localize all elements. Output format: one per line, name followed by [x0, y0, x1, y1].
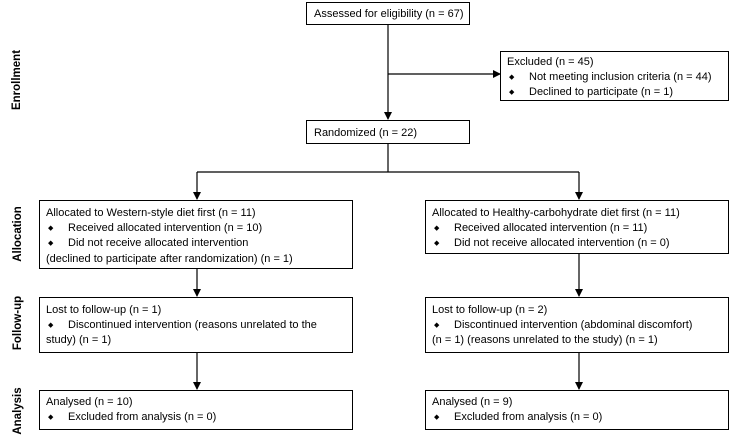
stage-label-follow-up: Follow-up: [12, 295, 24, 351]
stage-label-analysis: Analysis: [12, 387, 24, 435]
right-analysis-title: Analysed (n = 9): [432, 396, 513, 408]
bullet-icon: ◆: [434, 224, 440, 232]
left-allocation-box: Allocated to Western-style diet first (n…: [39, 200, 353, 269]
bullet-icon: ◆: [509, 73, 515, 81]
left-follow-up-box: Lost to follow-up (n = 1) ◆ Discontinued …: [39, 297, 353, 353]
bullet-icon: ◆: [434, 240, 440, 247]
bullet-icon: ◆: [48, 413, 54, 421]
right-analysis-box: Analysed (n = 9) ◆ Excluded from analysis…: [425, 390, 729, 430]
stage-label-enrollment: Enrollment: [11, 49, 23, 111]
left-allocation-title: Allocated to Western-style diet first (n…: [46, 207, 256, 219]
left-analysis-item-1: Excluded from analysis (n = 0): [68, 410, 217, 423]
excluded-title: Excluded (n = 45): [507, 56, 594, 68]
bullet-icon: ◆: [48, 240, 54, 247]
randomized-box: Randomized (n = 22): [306, 120, 470, 144]
bullet-icon: ◆: [434, 321, 440, 329]
right-follow-up-item-1-cont: (n = 1) (reasons unrelated to the study)…: [432, 334, 658, 346]
right-follow-up-item-1: Discontinued intervention (abdominal dis…: [454, 318, 693, 331]
excluded-box: Excluded (n = 45) ◆ Not meeting inclusion…: [500, 51, 729, 101]
left-follow-up-item-1: Discontinued intervention (reasons unrel…: [68, 318, 317, 331]
left-analysis-title: Analysed (n = 10): [46, 396, 133, 408]
left-allocation-item-1: Received allocated intervention (n = 10): [68, 221, 263, 234]
bullet-icon: ◆: [509, 89, 515, 96]
flow-connectors: [193, 24, 583, 390]
right-analysis-item-1: Excluded from analysis (n = 0): [454, 410, 603, 423]
left-analysis-box: Analysed (n = 10) ◆ Excluded from analysi…: [39, 390, 353, 430]
randomized-text: Randomized (n = 22): [314, 127, 418, 139]
assessed-text: Assessed for eligibility (n = 67): [314, 8, 464, 20]
bullet-icon: ◆: [434, 413, 440, 421]
excluded-item-1: Not meeting inclusion criteria (n = 44): [529, 70, 712, 83]
right-follow-up-box: Lost to follow-up (n = 2) ◆ Discontinued …: [425, 297, 729, 353]
right-follow-up-title: Lost to follow-up (n = 2): [432, 304, 548, 316]
left-allocation-item-2-cont: (declined to participate after randomiza…: [46, 252, 293, 265]
assessed-box: Assessed for eligibility (n = 67): [306, 2, 470, 25]
left-follow-up-title: Lost to follow-up (n = 1): [46, 304, 162, 316]
right-allocation-box: Allocated to Healthy-carbohydrate diet f…: [425, 200, 729, 254]
left-allocation-item-2: Did not receive allocated intervention: [68, 237, 249, 249]
excluded-item-2: Declined to participate (n = 1): [529, 86, 673, 98]
stage-label-allocation: Allocation: [12, 206, 24, 262]
right-allocation-item-1: Received allocated intervention (n = 11): [454, 221, 648, 234]
right-allocation-item-2: Did not receive allocated intervention (…: [454, 237, 670, 249]
bullet-icon: ◆: [48, 321, 54, 329]
left-follow-up-item-1-cont: study) (n = 1): [46, 334, 112, 346]
right-allocation-title: Allocated to Healthy-carbohydrate diet f…: [432, 207, 680, 219]
bullet-icon: ◆: [48, 224, 54, 232]
